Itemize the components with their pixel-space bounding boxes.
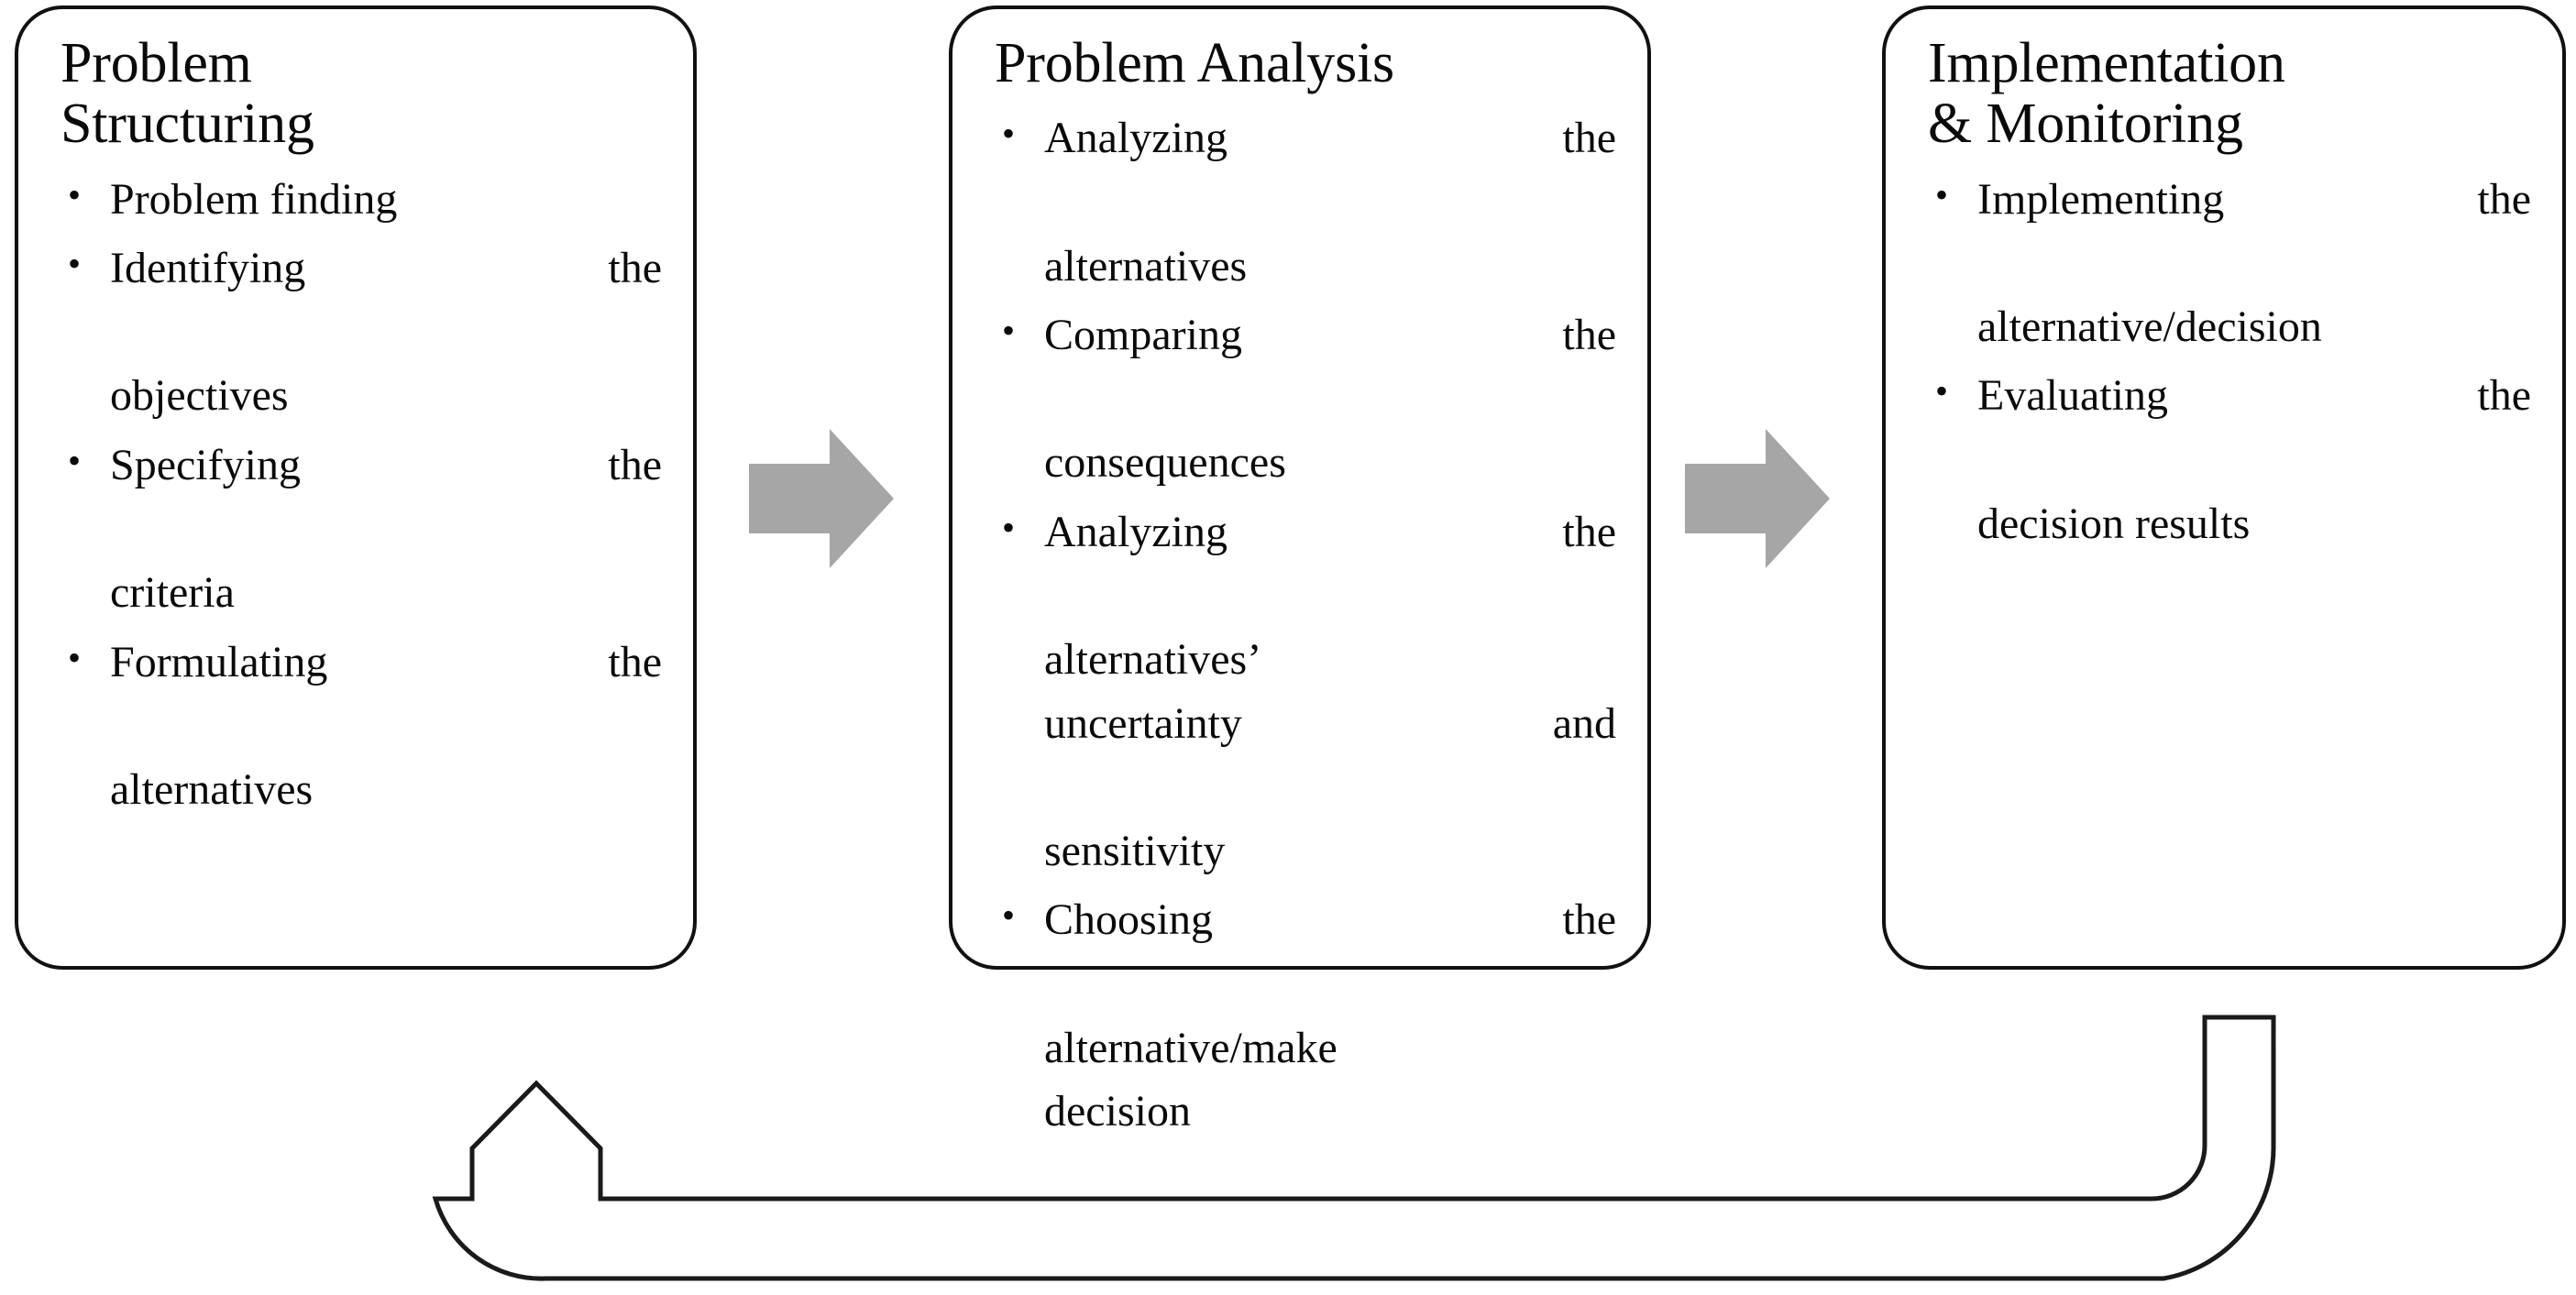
bullet-line: Evaluating the [1977, 371, 2531, 421]
stage-title-implementation-monitoring: Implementation & Monitoring [1928, 32, 2285, 156]
bullet-line: sensitivity [1044, 826, 1226, 875]
bullet-item: Analyzing the alternatives’ uncertainty … [995, 499, 1616, 883]
stage-bullet-list-problem-structuring: Problem finding Identifying the objectiv… [61, 166, 662, 822]
bullet-item: Identifying the objectives [61, 235, 662, 428]
bullet-line: Analyzing the [1044, 114, 1616, 163]
stage-box-problem-analysis: Problem Analysis Analyzing the alternati… [949, 5, 1651, 1136]
stage-box-problem-structuring: Problem Structuring Problem finding Iden… [15, 5, 697, 970]
stage-box-implementation-monitoring: Implementation & Monitoring Implementing… [1882, 5, 2566, 970]
bullet-item: Formulating the alternatives [61, 629, 662, 822]
bullet-line: decision results [1977, 499, 2251, 548]
bullet-item: Problem finding [61, 166, 662, 232]
bullet-line: alternatives’ [1044, 635, 1262, 685]
bullet-item: Implementing the alternative/decision [1928, 166, 2531, 359]
bullet-item: Choosing the alternative/make decision [995, 886, 1616, 1143]
bullet-line: Identifying the [110, 244, 662, 293]
bullet-item: Comparing the consequences [995, 302, 1616, 495]
bullet-item: Analyzing the alternatives [995, 104, 1616, 298]
bullet-line: objectives [110, 371, 289, 421]
bullet-line: Specifying the [110, 441, 662, 490]
bullet-line: alternatives [1044, 241, 1248, 291]
bullet-line: criteria [110, 568, 235, 618]
bullet-line: Comparing the [1044, 311, 1616, 360]
stage-title-problem-structuring: Problem Structuring [61, 32, 314, 156]
block-arrow-right-icon [1685, 429, 1830, 568]
block-arrow-right-icon [749, 429, 894, 568]
bullet-line: uncertainty and [1044, 698, 1616, 748]
stage-bullet-list-implementation-monitoring: Implementing the alternative/decision Ev… [1928, 166, 2531, 556]
bullet-line: consequences [1044, 438, 1286, 488]
bullet-line: decision [1044, 1087, 1191, 1136]
bullet-line: alternative/make [1044, 1023, 1338, 1072]
stage-bullet-list-problem-analysis: Analyzing the alternatives Comparing the… [995, 104, 1616, 1144]
bullet-line: Choosing the [1044, 895, 1616, 945]
bullet-item: Specifying the criteria [61, 432, 662, 625]
bullet-line: alternative/decision [1977, 302, 2322, 351]
bullet-line: Formulating the [110, 637, 662, 686]
bullet-line: Implementing the [1977, 174, 2531, 224]
bullet-line: Problem finding [110, 174, 398, 224]
bullet-item: Evaluating the decision results [1928, 362, 2531, 555]
bullet-line: Analyzing the [1044, 507, 1616, 556]
bullet-line: alternatives [110, 765, 314, 814]
stage-title-problem-analysis: Problem Analysis [995, 32, 1394, 94]
